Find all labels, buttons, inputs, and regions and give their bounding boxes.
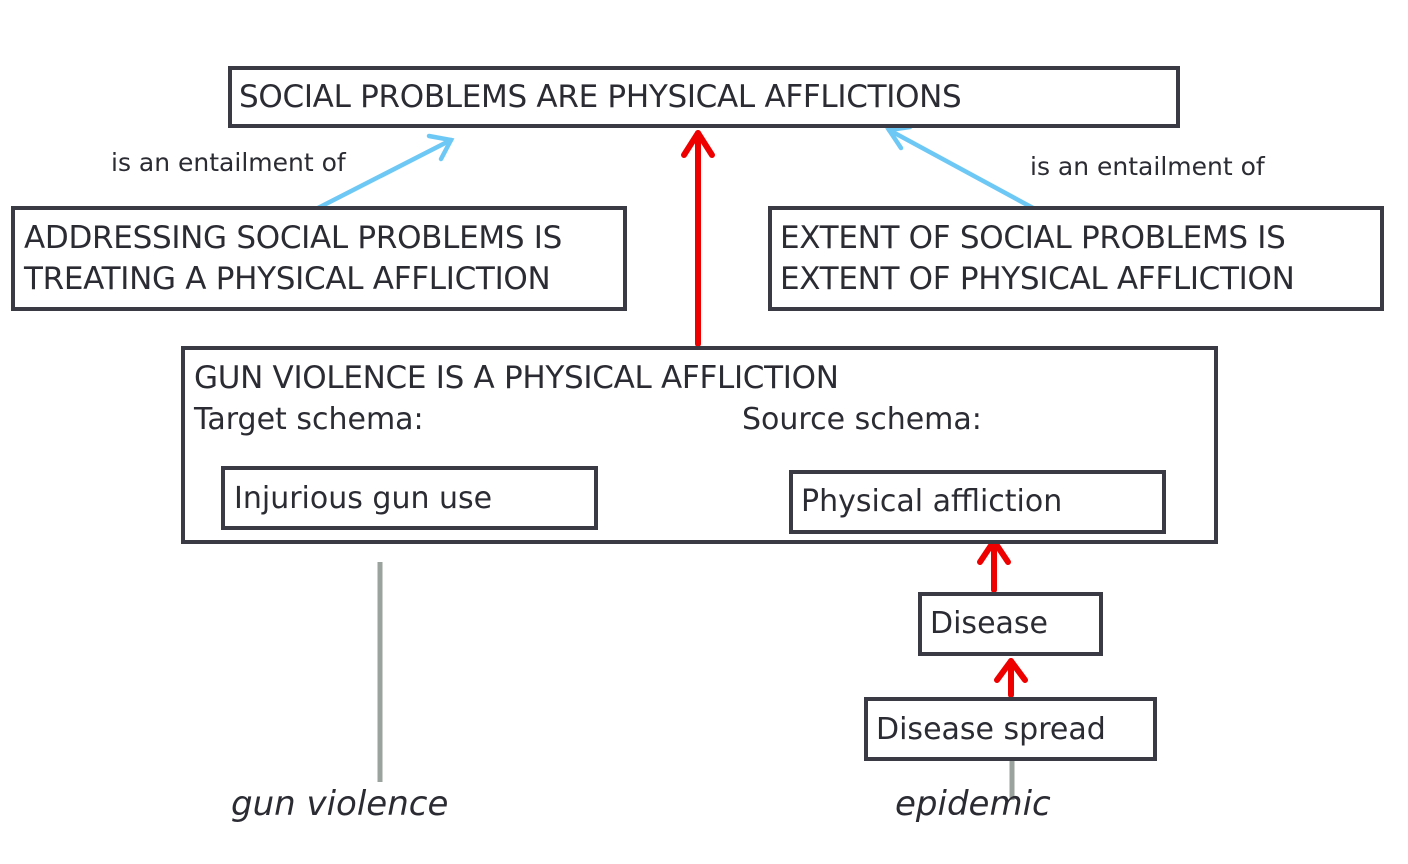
injurious-gun-use-box [221,466,598,530]
disease-spread-box [864,697,1157,761]
gun-violence-word: gun violence [231,784,449,824]
injurious-gun-use-label: Injurious gun use [234,481,493,516]
extent-problems-box [768,206,1384,311]
gun-violence-metaphor-title: GUN VIOLENCE IS A PHYSICAL AFFLICTION [194,360,839,396]
entailment-arrow-right [885,124,1036,211]
disease-spread-label: Disease spread [876,712,1106,747]
disease-label: Disease [930,606,1048,641]
entailment-label-right: is an entailment of [1030,152,1265,181]
physical-affliction-label: Physical affliction [801,484,1063,519]
entailment-label-left: is an entailment of [111,148,346,177]
addressing-problems-box [11,206,627,311]
inheritance-arrow-disease-to-affliction [977,538,1011,593]
addressing-problems-line1: ADDRESSING SOCIAL PROBLEMS IS [24,220,562,256]
inheritance-arrow-main [681,130,715,347]
source-schema-label: Source schema: [742,402,982,437]
physical-affliction-box [789,470,1166,534]
epidemic-word: epidemic [895,784,1051,824]
target-schema-label: Target schema: [194,402,424,437]
extent-problems-line1: EXTENT OF SOCIAL PROBLEMS IS [780,220,1286,256]
inheritance-arrow-spread-to-disease [994,658,1028,698]
social-problems-box [228,66,1180,128]
disease-box [918,592,1103,656]
addressing-problems-line2: TREATING A PHYSICAL AFFLICTION [24,261,551,297]
extent-problems-line2: EXTENT OF PHYSICAL AFFLICTION [780,261,1295,297]
social-problems-label: SOCIAL PROBLEMS ARE PHYSICAL AFFLICTIONS [239,79,962,115]
